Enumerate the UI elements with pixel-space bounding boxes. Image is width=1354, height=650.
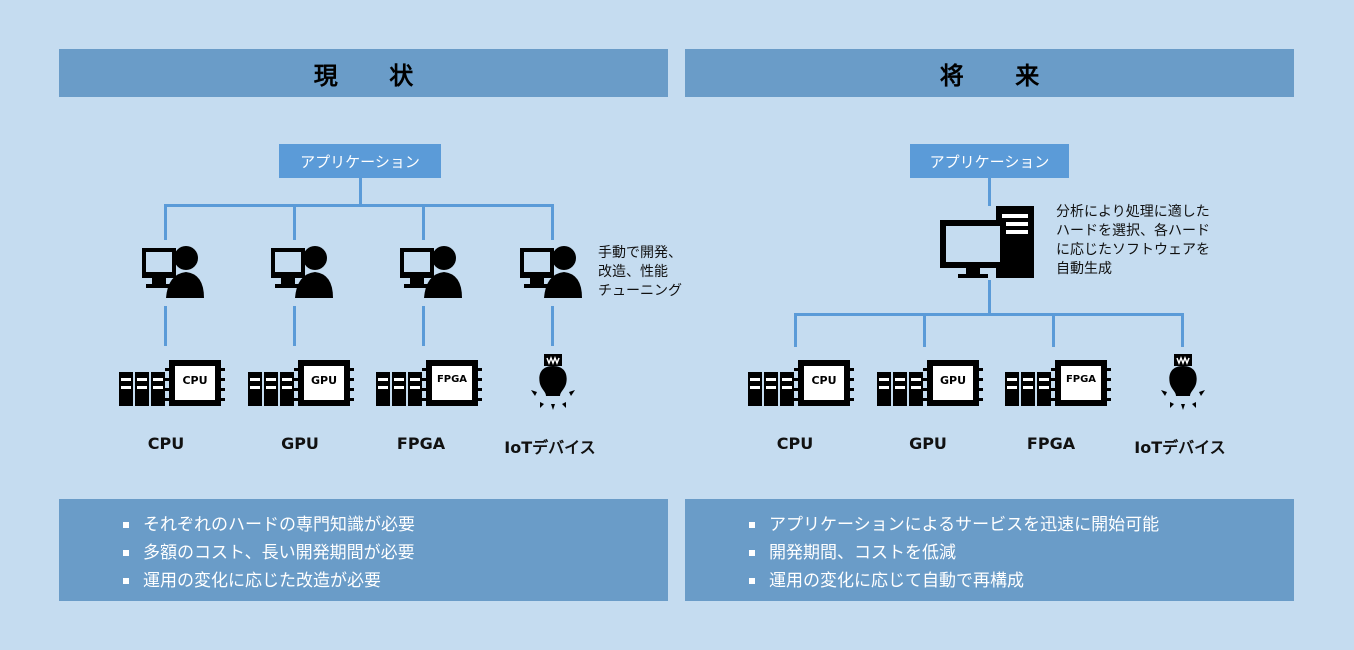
right-app-stem xyxy=(988,178,991,206)
server-chip-icon: GPU xyxy=(877,358,985,408)
left-drop-2 xyxy=(293,204,296,240)
left-manual-dev-note: 手動で開発、 改造、性能 チューニング xyxy=(598,245,682,299)
developer-icon xyxy=(271,246,333,298)
bullet-icon xyxy=(749,578,755,584)
chip-label: CPU xyxy=(182,374,208,387)
bullet-icon xyxy=(123,522,129,528)
bullet-icon xyxy=(123,550,129,556)
left-link-3 xyxy=(422,306,425,346)
lightbulb-icon xyxy=(531,354,575,410)
left-application-box: アプリケーション xyxy=(279,144,441,178)
hardware-label-fpga: FPGA xyxy=(396,434,446,453)
chip-label: FPGA xyxy=(436,374,468,385)
list-item: それぞれのハードの専門知識が必要 xyxy=(123,511,668,539)
list-item: アプリケーションによるサービスを迅速に開始可能 xyxy=(749,511,1294,539)
server-chip-icon: CPU xyxy=(119,358,227,408)
right-auto-generation-note: 分析により処理に適した ハードを選択、各ハード に応じたソフトウェアを 自動生成 xyxy=(1056,204,1210,277)
list-item: 多額のコスト、長い開発期間が必要 xyxy=(123,539,668,567)
server-chip-icon: GPU xyxy=(248,358,356,408)
lightbulb-icon xyxy=(1161,354,1205,410)
right-link-4 xyxy=(1181,313,1184,347)
right-link-1 xyxy=(794,313,797,347)
right-application-box: アプリケーション xyxy=(910,144,1069,178)
developer-icon xyxy=(520,246,582,298)
hardware-label-gpu: GPU xyxy=(281,434,319,453)
developer-icon xyxy=(400,246,462,298)
chip-label: GPU xyxy=(939,374,967,387)
hardware-label-iot: IoTデバイス xyxy=(1134,438,1226,457)
list-item: 運用の変化に応じて自動で再構成 xyxy=(749,567,1294,595)
right-bus xyxy=(794,313,1184,316)
right-computer-stem xyxy=(988,280,991,314)
chip-label: FPGA xyxy=(1065,374,1097,385)
right-panel-title: 将 来 xyxy=(685,49,1294,97)
right-link-3 xyxy=(1052,313,1055,347)
right-link-2 xyxy=(923,313,926,347)
list-item: 運用の変化に応じた改造が必要 xyxy=(123,567,668,595)
server-chip-icon: FPGA xyxy=(1005,358,1113,408)
server-chip-icon: CPU xyxy=(748,358,856,408)
left-panel-title: 現 状 xyxy=(59,49,668,97)
left-drop-4 xyxy=(551,204,554,240)
left-summary-box: それぞれのハードの専門知識が必要 多額のコスト、長い開発期間が必要 運用の変化に… xyxy=(59,499,668,601)
left-link-1 xyxy=(164,306,167,346)
left-app-stem xyxy=(359,178,362,205)
hardware-label-iot: IoTデバイス xyxy=(504,438,596,457)
bullet-icon xyxy=(749,550,755,556)
hardware-label-gpu: GPU xyxy=(909,434,947,453)
left-link-4 xyxy=(551,306,554,346)
left-drop-3 xyxy=(422,204,425,240)
left-link-2 xyxy=(293,306,296,346)
left-bus-top xyxy=(164,204,554,207)
left-drop-1 xyxy=(164,204,167,240)
bullet-icon xyxy=(749,522,755,528)
bullet-icon xyxy=(123,578,129,584)
chip-label: GPU xyxy=(310,374,338,387)
hardware-label-cpu: CPU xyxy=(147,434,185,453)
hardware-label-cpu: CPU xyxy=(776,434,814,453)
hardware-label-fpga: FPGA xyxy=(1026,434,1076,453)
list-item: 開発期間、コストを低減 xyxy=(749,539,1294,567)
right-summary-box: アプリケーションによるサービスを迅速に開始可能 開発期間、コストを低減 運用の変… xyxy=(685,499,1294,601)
developer-icon xyxy=(142,246,204,298)
server-chip-icon: FPGA xyxy=(376,358,484,408)
chip-label: CPU xyxy=(811,374,837,387)
computer-icon xyxy=(940,206,1034,278)
